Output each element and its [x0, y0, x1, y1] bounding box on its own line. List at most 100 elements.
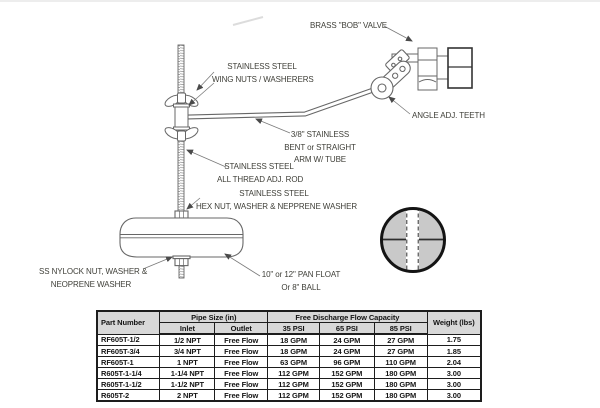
header-pipe-size: Pipe Size (in) [159, 310, 269, 323]
label-line: BRASS "BOB" VALVE [310, 21, 388, 30]
label-line: ANGLE ADJ. TEETH [412, 111, 485, 120]
cell-weight: 3.00 [426, 367, 482, 379]
label-line: SS NYLOCK NUT, WASHER & [39, 267, 148, 276]
float-valve-diagram [119, 16, 473, 279]
label-line: STAINLESS STEEL [224, 162, 294, 171]
collar [174, 106, 189, 130]
table-row: R605T-2 2 NPT Free Flow 112 GPM 152 GPM … [96, 389, 482, 402]
label-line: HEX NUT, WASHER & NEPPRENE WASHER [196, 201, 358, 211]
cell-part-number: R605T-1-1/2 [96, 378, 161, 390]
cell-35psi: 18 GPM [267, 345, 320, 357]
cell-outlet: Free Flow [214, 356, 269, 368]
pan-float [119, 210, 244, 267]
label-line: Or 8" BALL [281, 282, 321, 292]
leader-nylock-nut [142, 256, 173, 270]
cell-35psi: 112 GPM [267, 367, 320, 379]
label-line: WING NUTS / WASHERERS [212, 74, 314, 84]
valve-lever [370, 49, 411, 100]
cell-outlet: Free Flow [214, 389, 269, 402]
float-detail-circle [380, 207, 446, 273]
cell-35psi: 18 GPM [267, 333, 320, 346]
cell-outlet: Free Flow [214, 333, 269, 346]
cell-weight: 1.85 [426, 345, 482, 357]
cell-85psi: 180 GPM [373, 367, 428, 379]
cell-weight: 3.00 [426, 378, 482, 390]
table-row: R605T-1-1/2 1-1/2 NPT Free Flow 112 GPM … [96, 378, 482, 390]
header-flow-capacity: Free Discharge Flow Capacity [267, 310, 428, 323]
label-wing-nuts: STAINLESS STEEL WING NUTS / WASHERERS [212, 61, 314, 86]
header-weight: Weight (lbs) [426, 310, 482, 335]
label-arm: 3/8" STAINLESS BENT or STRAIGHT ARM W/ T… [284, 129, 356, 167]
cell-85psi: 180 GPM [373, 378, 428, 390]
cell-65psi: 24 GPM [318, 333, 375, 346]
cell-65psi: 152 GPM [318, 389, 375, 402]
cell-inlet: 1-1/2 NPT [159, 378, 216, 390]
label-line: ARM W/ TUBE [293, 155, 347, 164]
label-brass-bob-valve: BRASS "BOB" VALVE [310, 20, 387, 33]
cell-part-number: R605T-1-1/4 [96, 367, 161, 379]
leader-wing-nut-collar [188, 82, 215, 106]
cell-weight: 2.04 [426, 356, 482, 368]
header-outlet: Outlet [214, 322, 269, 335]
label-line: NEOPRENE WASHER [50, 279, 132, 289]
faint-artifact-line [232, 16, 264, 26]
label-hex-nut: STAINLESS STEEL HEX NUT, WASHER & NEPPRE… [196, 188, 358, 213]
cell-part-number: RF605T-3/4 [96, 345, 161, 357]
label-line: STAINLESS STEEL [227, 62, 297, 71]
label-line: STAINLESS STEEL [239, 189, 309, 198]
label-adj-rod: STAINLESS STEEL ALL THREAD ADJ. ROD [217, 161, 304, 186]
header-85psi: 85 PSI [373, 322, 428, 335]
header-inlet: Inlet [159, 322, 216, 335]
table-row: RF605T-1 1 NPT Free Flow 63 GPM 96 GPM 1… [96, 356, 482, 368]
label-line: ALL THREAD ADJ. ROD [217, 174, 304, 184]
cell-weight: 1.75 [426, 333, 482, 346]
table-row: R605T-1-1/4 1-1/4 NPT Free Flow 112 GPM … [96, 367, 482, 379]
label-pan-float: 10" or 12" PAN FLOAT Or 8" BALL [257, 269, 345, 294]
cell-35psi: 112 GPM [267, 389, 320, 402]
cell-outlet: Free Flow [214, 345, 269, 357]
header-65psi: 65 PSI [318, 322, 375, 335]
label-angle-adj-teeth: ANGLE ADJ. TEETH [412, 110, 485, 123]
cell-part-number: R605T-2 [96, 389, 161, 402]
header-35psi: 35 PSI [267, 322, 320, 335]
cell-65psi: 96 GPM [318, 356, 375, 368]
leader-pan-float [224, 253, 261, 277]
top-edge-strip [0, 0, 600, 2]
label-line: BENT or STRAIGHT [284, 142, 356, 152]
cell-85psi: 180 GPM [373, 389, 428, 402]
leader-brass-bob-valve [383, 25, 413, 42]
cell-65psi: 24 GPM [318, 345, 375, 357]
cell-part-number: RF605T-1/2 [96, 333, 161, 346]
cell-35psi: 63 GPM [267, 356, 320, 368]
leader-lines [142, 25, 413, 277]
cell-inlet: 3/4 NPT [159, 345, 216, 357]
table-row: RF605T-3/4 3/4 NPT Free Flow 18 GPM 24 G… [96, 345, 482, 357]
label-line: 10" or 12" PAN FLOAT [261, 270, 341, 279]
float-arm [187, 86, 377, 120]
leader-wing-nut-top [196, 71, 215, 91]
label-nylock-nut: SS NYLOCK NUT, WASHER & NEOPRENE WASHER [39, 266, 148, 291]
cell-inlet: 2 NPT [159, 389, 216, 402]
cell-inlet: 1-1/4 NPT [159, 367, 216, 379]
cell-65psi: 152 GPM [318, 367, 375, 379]
leader-hex-nut [186, 197, 201, 210]
cell-weight: 3.00 [426, 389, 482, 402]
leader-adj-rod [186, 149, 227, 168]
cell-inlet: 1 NPT [159, 356, 216, 368]
leader-arm [255, 118, 291, 134]
cell-outlet: Free Flow [214, 378, 269, 390]
spec-table: Part Number Pipe Size (in) Free Discharg… [96, 310, 482, 402]
wing-nut-bottom [164, 126, 199, 142]
cell-inlet: 1/2 NPT [159, 333, 216, 346]
table-row: RF605T-1/2 1/2 NPT Free Flow 18 GPM 24 G… [96, 333, 482, 346]
label-line: 3/8" STAINLESS [290, 130, 350, 139]
cell-outlet: Free Flow [214, 367, 269, 379]
leader-angle-adj-teeth [388, 96, 411, 115]
cell-85psi: 27 GPM [373, 345, 428, 357]
cell-85psi: 110 GPM [373, 356, 428, 368]
cell-35psi: 112 GPM [267, 378, 320, 390]
cell-85psi: 27 GPM [373, 333, 428, 346]
cell-part-number: RF605T-1 [96, 356, 161, 368]
cell-65psi: 152 GPM [318, 378, 375, 390]
